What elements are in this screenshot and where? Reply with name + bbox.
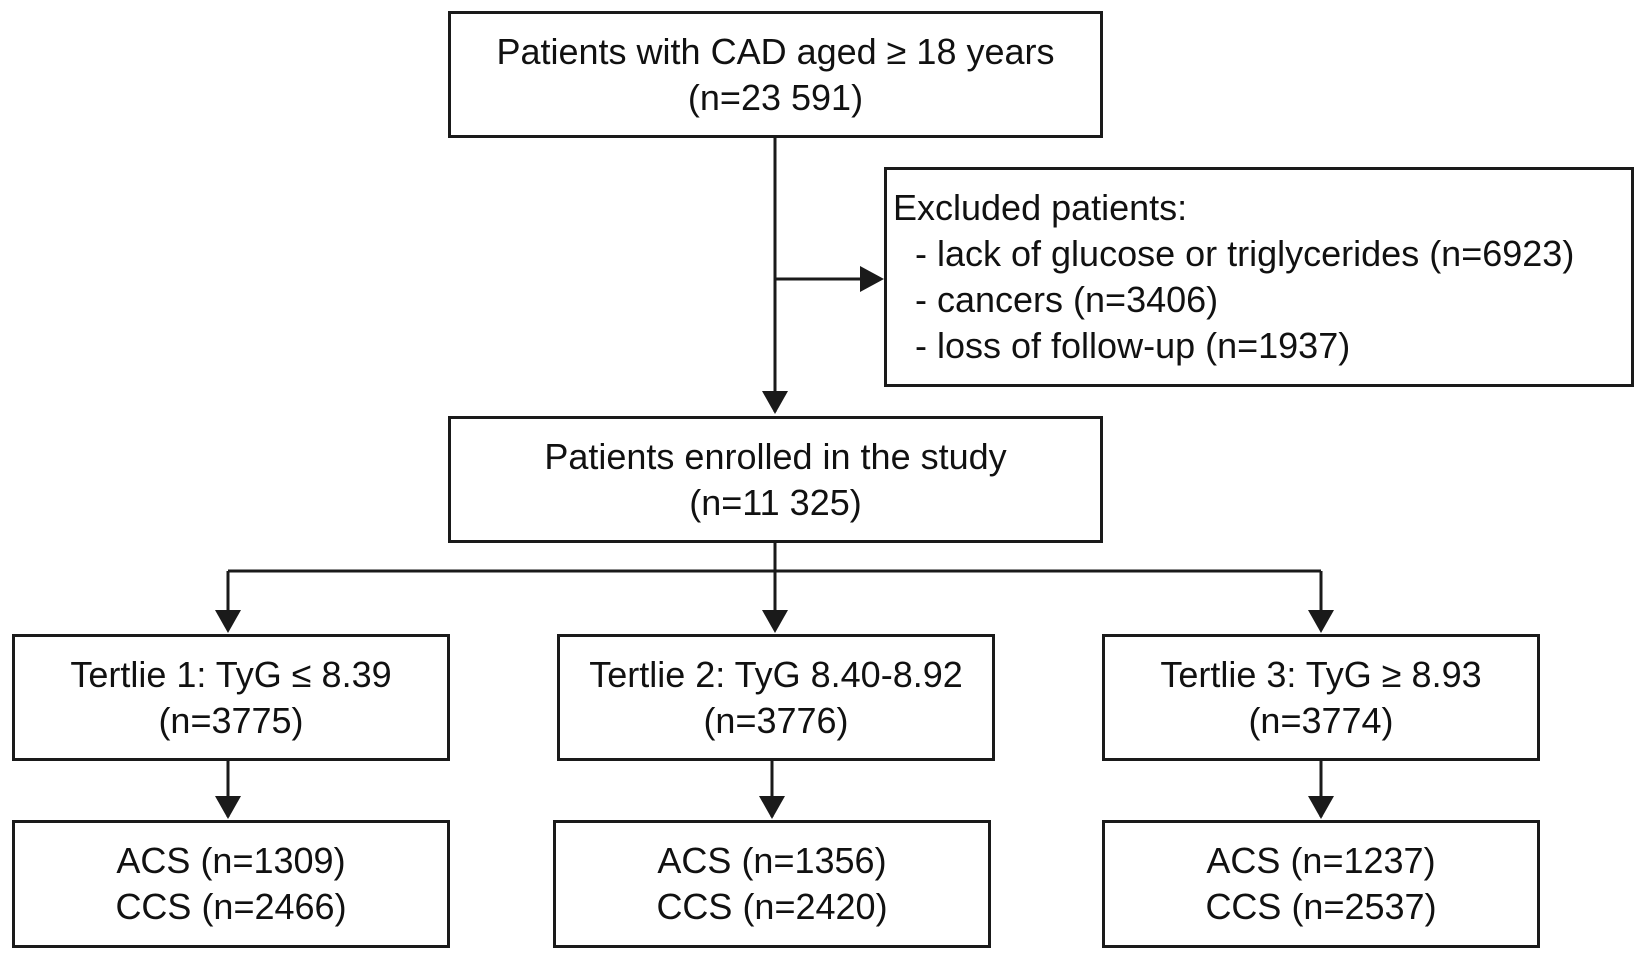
start-box-line-1: Patients with CAD aged ≥ 18 years	[496, 30, 1055, 72]
arrow-start-to-enrolled-head	[762, 391, 788, 414]
tertile-3-subgroups-box: ACS (n=1237) CCS (n=2537)	[1102, 820, 1540, 948]
arrow-split-to-tertile-2-head	[762, 610, 788, 633]
tertile-1-count: (n=3775)	[158, 699, 304, 741]
arrow-to-excluded-head	[860, 266, 884, 292]
enrolled-box-line-2: (n=11 325)	[689, 481, 862, 523]
tertile-2-subgroups-box: ACS (n=1356) CCS (n=2420)	[553, 820, 991, 948]
excluded-heading: Excluded patients:	[893, 187, 1188, 228]
tertile-2-count: (n=3776)	[703, 699, 849, 741]
enrolled-box-line-1: Patients enrolled in the study	[544, 435, 1007, 477]
tertile-2-ccs: CCS (n=2420)	[656, 886, 888, 927]
excluded-item: - loss of follow-up (n=1937)	[915, 325, 1351, 366]
enrolled-box: Patients enrolled in the study (n=11 325…	[448, 416, 1103, 543]
tertile-1-ccs: CCS (n=2466)	[115, 886, 347, 927]
tertile-1-acs: ACS (n=1309)	[116, 840, 346, 881]
tertile-1-subgroups-box: ACS (n=1309) CCS (n=2466)	[12, 820, 450, 948]
excluded-item: - cancers (n=3406)	[915, 279, 1219, 320]
arrow-tertile-1-to-subgroups-head	[215, 796, 241, 819]
tertile-3-box: Tertlie 3: TyG ≥ 8.93 (n=3774)	[1102, 634, 1540, 761]
start-box-line-2: (n=23 591)	[687, 76, 864, 118]
tertile-3-count: (n=3774)	[1248, 699, 1394, 741]
tertile-2-acs: ACS (n=1356)	[657, 840, 887, 881]
tertile-3-label: Tertlie 3: TyG ≥ 8.93	[1160, 653, 1482, 695]
tertile-1-box: Tertlie 1: TyG ≤ 8.39 (n=3775)	[12, 634, 450, 761]
excluded-item: - lack of glucose or triglycerides (n=69…	[915, 233, 1575, 274]
tertile-3-acs: ACS (n=1237)	[1206, 840, 1436, 881]
arrow-tertile-2-to-subgroups-head	[759, 796, 785, 819]
start-box: Patients with CAD aged ≥ 18 years (n=23 …	[448, 11, 1103, 138]
tertile-1-label: Tertlie 1: TyG ≤ 8.39	[70, 653, 392, 695]
tertile-3-ccs: CCS (n=2537)	[1205, 886, 1437, 927]
arrow-tertile-3-to-subgroups-head	[1308, 796, 1334, 819]
arrow-split-to-tertile-3-head	[1308, 610, 1334, 633]
tertile-2-label: Tertlie 2: TyG 8.40-8.92	[589, 653, 963, 695]
tertile-2-box: Tertlie 2: TyG 8.40-8.92 (n=3776)	[557, 634, 995, 761]
excluded-box: Excluded patients: - lack of glucose or …	[884, 167, 1634, 387]
arrow-split-to-tertile-1-head	[215, 610, 241, 633]
